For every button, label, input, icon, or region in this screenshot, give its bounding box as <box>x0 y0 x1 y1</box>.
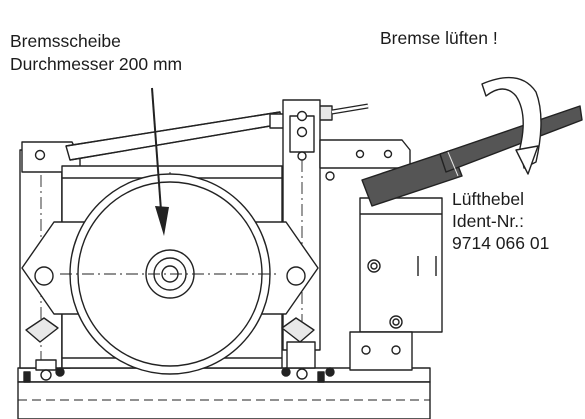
lever-label-line3: 9714 066 01 <box>452 233 550 253</box>
brake-disc <box>60 173 280 375</box>
disc-label-line1: Bremsscheibe <box>10 31 121 51</box>
release-direction-arrow <box>481 76 542 175</box>
disc-label-line2: Durchmesser 200 mm <box>10 54 183 74</box>
tension-rod <box>65 103 369 161</box>
base-bolts <box>55 367 335 377</box>
lever-label-line2: Ident-Nr.: <box>452 211 524 231</box>
release-actuator <box>349 197 443 371</box>
lever-label-line1: Lüfthebel <box>452 189 525 209</box>
release-label: Bremse lüften ! <box>380 28 498 48</box>
disc-pointer-arrow <box>151 87 169 236</box>
upper-bracket <box>319 139 411 181</box>
base-plate <box>17 367 431 419</box>
